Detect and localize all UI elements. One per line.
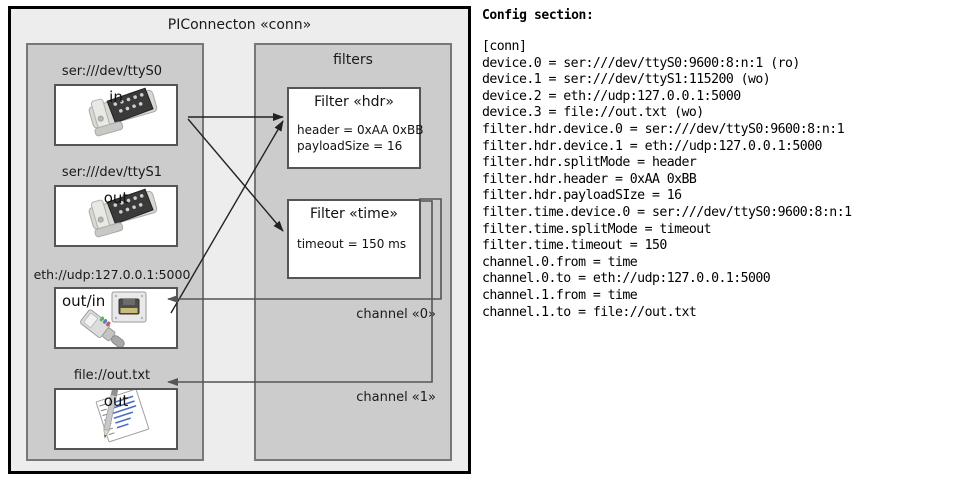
ethernet-jack-icon (56, 289, 176, 347)
devices-panel: ser:///dev/ttyS0 in (26, 43, 204, 461)
filter-hdr-prop-header: header = 0xAA 0xBB (297, 123, 424, 137)
device-label-file: file://out.txt (73, 368, 151, 383)
filters-panel-title: filters (333, 52, 373, 68)
device-direction-ttys1: out (103, 189, 129, 207)
connector-diagram: PIConnecton «conn» ser:///dev/ttyS0 in (8, 6, 471, 474)
filter-time-prop-timeout: timeout = 150 ms (297, 237, 407, 251)
text-file-icon (56, 390, 176, 448)
diagram-title: PIConnecton «conn» (167, 17, 312, 33)
filter-box-time[interactable]: Filter «time» timeout = 150 ms (287, 199, 421, 279)
serial-db9-icon (56, 187, 176, 245)
device-box-ttys1[interactable]: out (54, 185, 178, 247)
device-label-ttys1: ser:///dev/ttyS1 (61, 165, 163, 180)
device-box-file[interactable]: out (54, 388, 178, 450)
serial-db9-icon (56, 86, 176, 144)
channel-label-0: channel «0» (356, 307, 436, 322)
device-label-eth: eth://udp:127.0.0.1:5000 (33, 267, 191, 282)
device-label-ttys0: ser:///dev/ttyS0 (61, 64, 163, 79)
filter-time-title: Filter «time» (310, 206, 398, 222)
device-box-eth[interactable]: out/in (54, 287, 178, 349)
filter-box-hdr[interactable]: Filter «hdr» header = 0xAA 0xBB payloadS… (287, 87, 424, 169)
channel-label-1: channel «1» (356, 390, 436, 405)
filters-panel: filters Filter «hdr» header = 0xAA 0xBB … (254, 43, 452, 461)
config-heading: Config section: (482, 8, 594, 23)
device-direction-ttys0: in (109, 88, 123, 106)
config-text: [conn] device.0 = ser:///dev/ttyS0:9600:… (482, 39, 852, 320)
filter-hdr-prop-payloadsize: payloadSize = 16 (297, 139, 403, 153)
device-direction-eth: out/in (62, 292, 106, 310)
device-direction-file: out (103, 392, 129, 410)
device-box-ttys0[interactable]: in (54, 84, 178, 146)
filter-hdr-title: Filter «hdr» (314, 94, 394, 110)
config-pane: Config section: [conn] device.0 = ser://… (482, 8, 958, 368)
